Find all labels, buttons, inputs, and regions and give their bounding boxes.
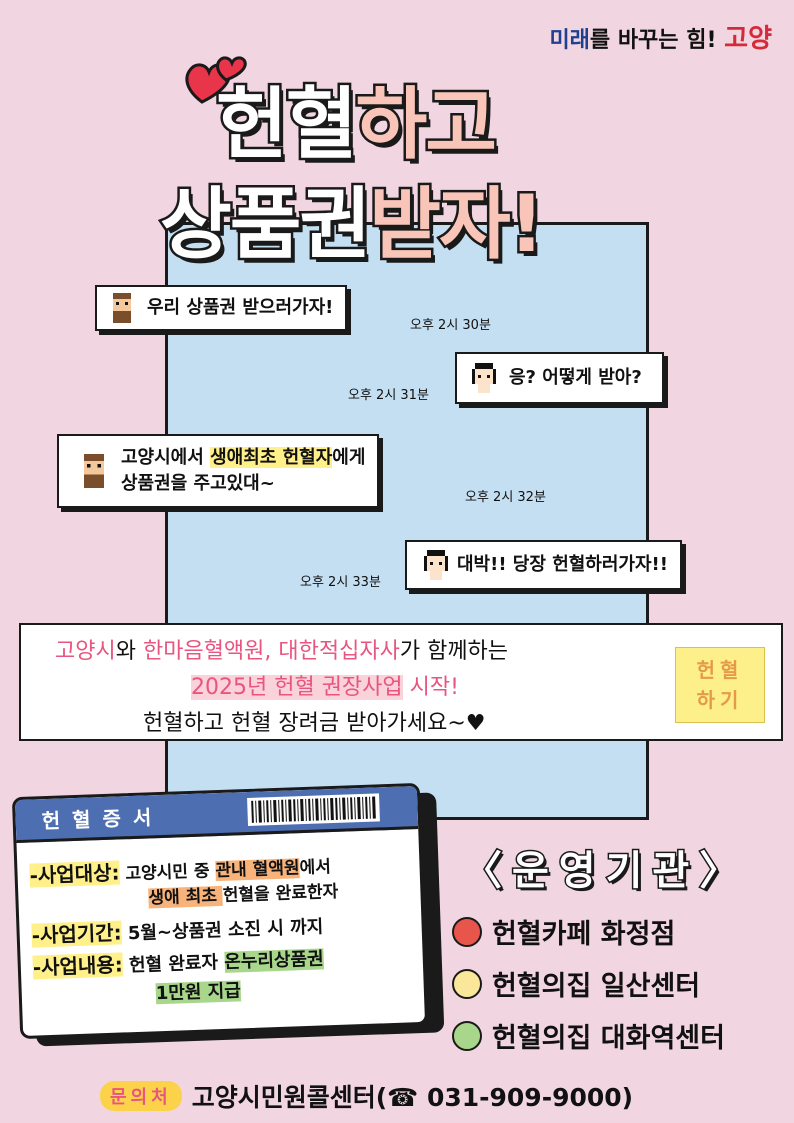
cert-target-line-2: 생애 최초 헌혈을 완료한자 [148,877,339,909]
title-line-1: 헌혈하고 [214,62,500,174]
cert-text: 헌혈 완료자 [122,951,225,977]
announcement-box: 고양시와 한마음혈액원, 대한적십자사가 함께하는 2025년 헌혈 권장사업 … [19,623,783,741]
chat-bubble-2: 응? 어떻게 받아? [455,352,664,404]
cert-content-line-2: 1만원 지급 [155,976,242,1005]
cert-label: -사업기간: [31,920,122,948]
msg-text: 고양시에서 [121,447,211,468]
announce-program: 2025년 헌혈 권장사업 [191,675,403,700]
barcode-icon [247,793,380,826]
cert-label: -사업내용: [32,952,124,980]
msg-highlight: 생애최초 헌혈자 [210,447,333,468]
title-word-voucher: 상품권 [157,178,373,273]
title-word-and: 하고 [353,78,500,173]
cert-highlight: 온누리상품권 [223,948,324,973]
slogan-text: 를 바꾸는 힘! [589,28,717,53]
announce-text: 시작! [402,675,459,700]
cert-content-line-1: -사업내용: 헌혈 완료자 온누리상품권 [32,941,324,980]
chat-time: 오후 2시 30분 [410,318,491,333]
announce-partners: 한마음혈액원, 대한적십자사 [142,639,400,664]
announce-city: 고양시 [55,639,116,664]
title-word-blood: 헌혈 [214,78,361,173]
announce-text: 가 함께하는 [399,639,509,664]
girl-avatar-icon [424,550,448,580]
chat-bubble-3: 고양시에서 생애최초 헌혈자에게 상품권을 주고있대~ [57,434,380,508]
cert-text: 헌혈을 완료한자 [222,881,339,906]
chat-time: 오후 2시 33분 [300,575,381,590]
chat-time: 오후 2시 31분 [348,388,429,403]
girl-avatar-icon [472,363,496,393]
chat-bubble-4: 대박!! 당장 헌혈하러가자!! [405,540,682,590]
title-word-receive: 받자! [367,178,547,273]
brand-logo: 고양 [724,24,772,54]
chat-message: 우리 상품권 받으러가자! [147,297,334,318]
donate-button-label: 헌혈 [696,658,744,682]
chat-message: 고양시에서 생애최초 헌혈자에게 상품권을 주고있대~ [121,445,365,497]
certificate-card: 헌혈증서 -사업대상: 고양시민 중 관내 혈액원에서 [11,782,429,1040]
inquiry-label: 문의처 [100,1081,182,1111]
certificate-title: 헌혈증서 [41,804,164,834]
cert-text: 5월~상품권 소진 시 까지 [121,916,324,945]
cert-highlight: 1만원 지급 [155,980,242,1005]
slogan: 미래를 바꾸는 힘! 고양 [549,18,772,55]
slogan-accent: 미래 [549,28,590,53]
organizer-item: 헌혈의집 대화역센터 [452,1016,725,1055]
certificate-header: 헌혈증서 [14,786,419,844]
chat-message: 대박!! 당장 헌혈하러가자!! [457,554,668,575]
cert-highlight: 생애 최초 [148,885,224,909]
chat-message: 응? 어떻게 받아? [509,367,642,388]
organizer-item: 헌혈의집 일산센터 [452,964,700,1003]
chat-time: 오후 2시 32분 [465,490,546,505]
contact-footer: 문의처 고양시민원콜센터(☎ 031-909-9000) [100,1078,633,1114]
organizer-dot-icon [452,968,482,999]
donation-certificate: 헌혈증서 -사업대상: 고양시민 중 관내 혈액원에서 [11,782,445,1047]
organizer-item: 헌혈카페 화정점 [452,912,675,951]
announce-line-2: 2025년 헌혈 권장사업 시작! [191,669,459,701]
organizer-dot-icon [452,1020,482,1051]
hearts-icon [185,56,247,104]
inquiry-phone-link[interactable]: 고양시민원콜센터(☎ 031-909-9000) [191,1083,634,1112]
organizer-name: 헌혈의집 일산센터 [492,971,701,1002]
organizer-dot-icon [452,916,482,947]
announce-line-3: 헌혈하고 헌혈 장려금 받아가세요~♥ [143,711,486,736]
chat-bubble-1: 우리 상품권 받으러가자! [95,285,348,331]
announce-line-1: 고양시와 한마음혈액원, 대한적십자사가 함께하는 [55,633,508,665]
organizer-name: 헌혈의집 대화역센터 [492,1023,725,1054]
boy-avatar-icon [83,454,105,488]
donate-button-label: 하기 [696,688,744,712]
donate-button[interactable]: 헌혈 하기 [675,647,765,723]
title-line-2: 상품권받자! [157,162,547,274]
cert-label: -사업대상: [29,860,120,888]
cert-text: 에서 [299,857,332,879]
msg-text: 상품권을 주고있대~ [121,473,275,494]
boy-avatar-icon [113,293,131,323]
msg-text: 에게 [332,447,366,468]
organizers-heading: 〈운영기관〉 [460,847,750,896]
announce-text: 와 [115,639,143,664]
organizer-name: 헌혈카페 화정점 [492,919,676,950]
